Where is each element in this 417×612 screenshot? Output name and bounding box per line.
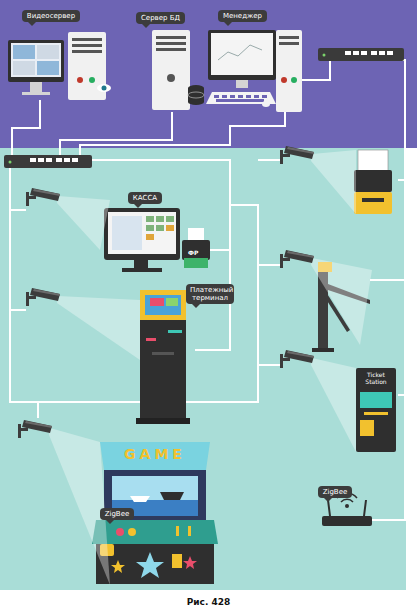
camera [18,420,110,585]
camera [280,250,372,345]
callout-bubble: ZigBee [100,508,134,520]
device-label: ФР [188,249,198,256]
callout-bubble: ZigBee [318,486,352,498]
callout-text: Сервер БД [140,14,181,22]
device-label: Ticket Station [359,371,393,385]
callout-text: Видеосервер [26,12,76,20]
callout-bubble: Менеджер [218,10,267,22]
camera [280,350,356,452]
callout-text: ZigBee [322,488,348,496]
callout-bubble: Платежный терминал [186,284,234,304]
callout-bubble: Сервер БД [136,12,185,24]
camera [26,288,140,360]
callout-text: КАССА [132,194,158,202]
figure-caption: Рис. 428 [0,597,417,607]
callout-text: Менеджер [222,12,263,20]
camera [26,188,110,250]
callout-bubble: КАССА [128,192,162,204]
camera [280,146,356,214]
callout-bubble: Видеосервер [22,10,80,22]
callout-text: ZigBee [104,510,130,518]
callout-text: Платежный терминал [190,286,230,302]
device-label: GAME [112,447,198,462]
